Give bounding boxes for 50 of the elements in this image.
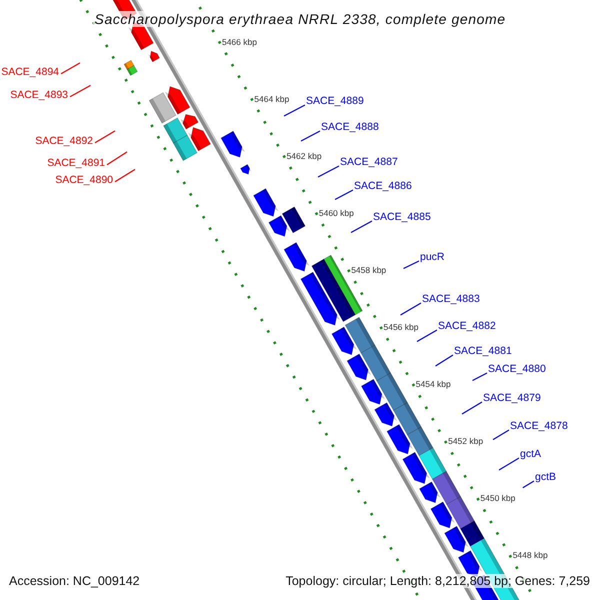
leader-line xyxy=(334,190,354,200)
gene-label: SACE_4894 xyxy=(1,66,59,77)
leader-line xyxy=(403,260,420,269)
scale-label: 5452 kbp xyxy=(448,437,484,446)
leader-line xyxy=(284,104,306,116)
gene-label: SACE_4889 xyxy=(306,96,364,106)
leader-line xyxy=(522,480,534,488)
scale-label: 5454 kbp xyxy=(416,380,451,389)
leader-line xyxy=(300,130,320,142)
gene-label: SACE_4878 xyxy=(510,420,568,431)
scale-label: 5458 kbp xyxy=(351,266,386,274)
leader-line xyxy=(114,168,136,182)
leader-line xyxy=(400,302,422,316)
gene-label: SACE_4880 xyxy=(488,364,546,374)
gene-label: gctA xyxy=(520,448,542,459)
gene-label: SACE_4888 xyxy=(321,122,379,132)
scale-label: 5464 kbp xyxy=(254,94,290,104)
leader-line xyxy=(350,220,372,233)
leader-line xyxy=(70,84,91,98)
gene-label: SACE_4885 xyxy=(373,212,431,222)
scale-label: 5450 kbp xyxy=(480,494,516,503)
leader-line xyxy=(416,330,438,342)
gene-label: SACE_4890 xyxy=(55,174,113,185)
gene-label: SACE_4887 xyxy=(340,156,398,167)
gene-label: SACE_4893 xyxy=(10,90,68,100)
gene-label: SACE_4886 xyxy=(354,180,412,191)
scale-label: 5460 kbp xyxy=(318,208,354,218)
leader-line xyxy=(462,402,482,414)
leader-line xyxy=(472,372,488,381)
scale-label: 5462 kbp xyxy=(286,152,322,160)
accession-text: Accession: NC_009142 xyxy=(7,574,142,588)
scale-label: 5466 kbp xyxy=(222,38,257,46)
leader-line xyxy=(60,62,80,74)
gene-label: SACE_4879 xyxy=(483,392,541,403)
gene-label: SACE_4881 xyxy=(454,346,512,356)
scale-label: 5456 kbp xyxy=(383,323,418,332)
leader-line xyxy=(318,166,340,178)
leader-line xyxy=(498,458,520,470)
scale-label: 5448 kbp xyxy=(512,551,548,560)
gene-label: gctB xyxy=(535,472,556,482)
gene-label: SACE_4882 xyxy=(438,320,496,331)
gene-label: SACE_4891 xyxy=(47,158,105,168)
gene-label: SACE_4892 xyxy=(35,136,93,146)
gene-label: SACE_4883 xyxy=(422,294,480,304)
leader-line xyxy=(435,354,454,366)
genome-info-text: Topology: circular; Length: 8,212,805 bp; Genes: 7,259 xyxy=(284,574,592,588)
leader-line xyxy=(106,151,128,166)
leader-line xyxy=(94,130,116,144)
leader-line xyxy=(492,430,510,440)
gene-label: pucR xyxy=(420,252,445,262)
